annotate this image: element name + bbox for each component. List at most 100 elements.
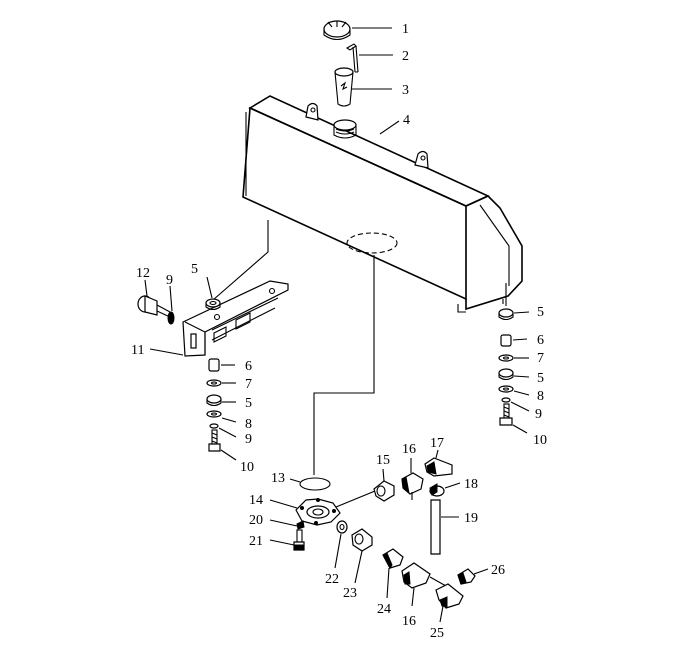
leader-14 — [269, 499, 298, 509]
leader-23 — [354, 550, 363, 584]
leader-9-lower-left — [218, 427, 237, 438]
bolt-10-left-part — [208, 429, 221, 452]
valve-16-lower-part — [401, 562, 447, 589]
connector-15-part — [373, 480, 395, 502]
callout-8-left: 8 — [245, 417, 252, 432]
plug-26-part — [457, 568, 476, 585]
strainer-pin-part — [345, 43, 359, 73]
leader-12 — [144, 279, 148, 297]
leader-6-right — [512, 338, 528, 341]
drain-link-line — [335, 490, 376, 508]
mounting-bracket-part — [182, 280, 289, 357]
washer-7-right-part — [498, 354, 514, 362]
callout-9-lower-left: 9 — [245, 432, 252, 447]
callout-3: 3 — [402, 83, 409, 98]
leader-16-lower — [411, 587, 415, 607]
leader-22 — [334, 533, 342, 569]
callout-15: 15 — [376, 453, 390, 468]
leader-21 — [269, 539, 295, 546]
clamp-18-part — [429, 483, 445, 497]
callout-2: 2 — [402, 49, 409, 64]
leader-26 — [473, 568, 489, 575]
callout-16-lower: 16 — [402, 614, 416, 629]
callout-19: 19 — [464, 511, 478, 526]
callout-9-right: 9 — [535, 407, 542, 422]
callout-12: 12 — [136, 266, 150, 281]
leader-5-upper-right — [513, 311, 530, 314]
leader-20 — [269, 519, 298, 527]
leader-8-left — [221, 417, 237, 423]
filler-cap-part — [323, 20, 351, 41]
leader-24 — [386, 567, 390, 599]
leader-9-right — [510, 401, 530, 412]
drain-plate-14-part — [295, 498, 341, 526]
cushion-5-upper-left-part — [205, 298, 221, 311]
leader-25 — [439, 605, 444, 623]
fitting-17-part — [424, 457, 453, 477]
callout-16-upper: 16 — [402, 442, 416, 457]
callout-5-lower-left: 5 — [245, 396, 252, 411]
callout-18: 18 — [464, 477, 478, 492]
callout-1: 1 — [402, 22, 409, 37]
callout-13: 13 — [271, 471, 285, 486]
callout-26: 26 — [491, 563, 505, 578]
callout-11: 11 — [131, 343, 144, 358]
callout-5-upper-right: 5 — [537, 305, 544, 320]
adapter-24-part — [382, 548, 404, 569]
callout-24: 24 — [377, 602, 391, 617]
callout-22: 22 — [325, 572, 339, 587]
bolt-10-right-part — [499, 403, 513, 426]
cushion-5-lower-left-part — [206, 394, 222, 407]
callout-5-lower-right: 5 — [537, 371, 544, 386]
callout-17: 17 — [430, 436, 444, 451]
fuel-tank-part — [242, 95, 523, 313]
callout-6-left: 6 — [245, 359, 252, 374]
washer-9-right-part — [501, 397, 511, 403]
callout-21: 21 — [249, 534, 263, 549]
callout-10-right: 10 — [533, 433, 547, 448]
leader-18 — [444, 482, 461, 489]
elbow-23-part — [351, 528, 373, 552]
callout-6-right: 6 — [537, 333, 544, 348]
callout-10-left: 10 — [240, 460, 254, 475]
callout-8-right: 8 — [537, 389, 544, 404]
leader-11 — [149, 348, 184, 356]
washer-7-left-part — [206, 379, 222, 387]
washer-9-lower-left-part — [209, 423, 219, 429]
washer-8-left-part — [206, 410, 222, 418]
callout-14: 14 — [249, 493, 263, 508]
leader-4 — [379, 120, 400, 135]
leader-8-right — [513, 390, 530, 396]
washer-9-left-part — [167, 311, 175, 325]
callout-4: 4 — [403, 113, 410, 128]
callout-7-left: 7 — [245, 377, 252, 392]
mount-connection-line-left — [212, 220, 269, 301]
cushion-5-lower-right-part — [498, 368, 514, 381]
bolt-12-part — [137, 295, 171, 318]
leader-9-left — [169, 285, 173, 312]
o-ring-13-part — [299, 477, 331, 491]
bolt-21-part — [293, 529, 305, 551]
callout-9-left: 9 — [166, 273, 173, 288]
callout-7-right: 7 — [537, 351, 544, 366]
leader-5-lower-right — [513, 375, 530, 378]
callout-5-upper-left: 5 — [191, 262, 198, 277]
leader-15 — [382, 468, 385, 482]
leader-10-left — [220, 449, 237, 461]
drain-connection-line — [313, 255, 375, 475]
callout-25: 25 — [430, 626, 444, 641]
valve-16-upper-part — [401, 472, 424, 500]
leader-10-right — [512, 424, 528, 434]
hose-19-part — [430, 499, 441, 555]
filler-strainer-part — [334, 67, 354, 107]
cushion-5-upper-right-part — [498, 308, 514, 321]
collar-6-right-part — [500, 334, 512, 347]
leader-5-upper-left — [206, 276, 213, 299]
leader-13 — [289, 478, 301, 483]
leader-17 — [435, 449, 439, 459]
callout-23: 23 — [343, 586, 357, 601]
washer-8-right-part — [498, 385, 514, 393]
gasket-22-part — [336, 520, 348, 534]
tee-25-part — [435, 583, 464, 609]
